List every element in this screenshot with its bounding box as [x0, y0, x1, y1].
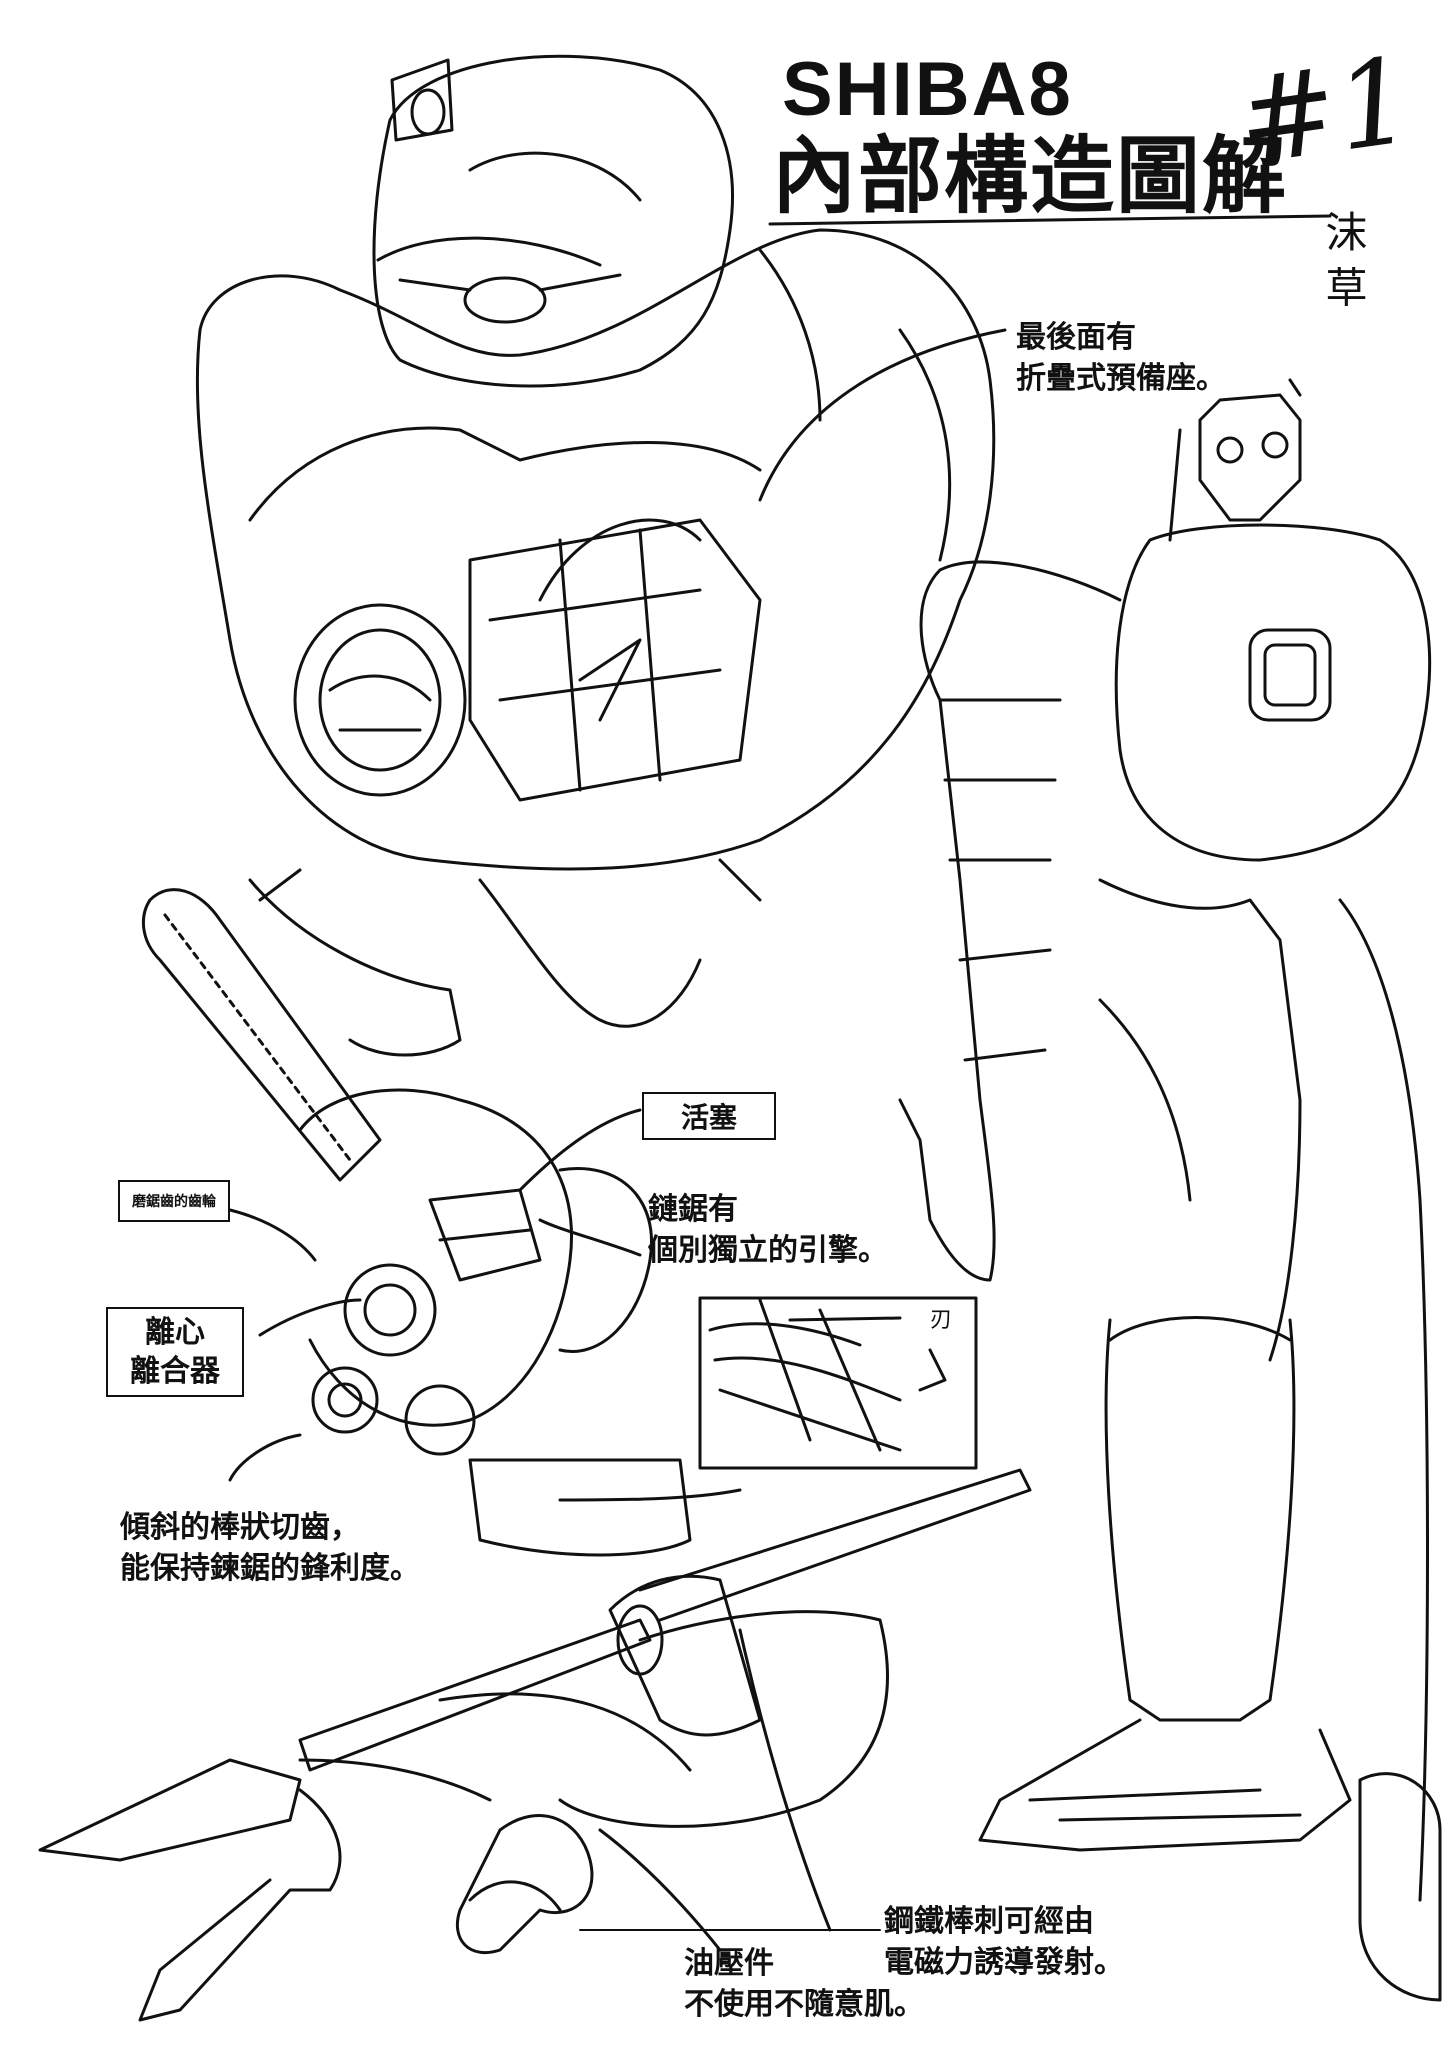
callout-teeth-line-2: 能保持鍊鋸的鋒利度。: [120, 1550, 420, 1586]
title-chinese: 內部構造圖解: [772, 127, 1289, 225]
callout-seat-line-2: 折疊式預備座。: [1016, 360, 1226, 396]
callout-clutch: 離心 離合器: [106, 1307, 244, 1397]
blade-detail-inset: [698, 1296, 978, 1470]
standing-robot: [898, 378, 1442, 2002]
callout-piston-label: 活塞: [680, 1101, 737, 1134]
callout-hydraulic: 油壓件 不使用不隨意肌。: [684, 1944, 924, 2025]
callout-gear-label: 磨鋸齒的齒輪: [132, 1194, 216, 1210]
callout-engine-line-2: 個別獨立的引擎。: [648, 1232, 888, 1268]
callout-seat: 最後面有 折疊式預備座。: [1016, 318, 1226, 399]
leader-lines: [228, 328, 1007, 1952]
callout-hydraulic-line-1: 油壓件: [684, 1946, 774, 1981]
callout-clutch-line-2: 離合器: [130, 1354, 220, 1389]
callout-gear: 磨鋸齒的齒輪: [118, 1180, 230, 1222]
title-underline: [768, 214, 1332, 226]
callout-seat-line-1: 最後面有: [1016, 320, 1136, 355]
artist-signature: 沫 草: [1319, 210, 1368, 308]
callout-clutch-line-1: 離心: [145, 1315, 205, 1350]
issue-number: #1: [1229, 30, 1421, 192]
callout-engine-line-1: 鏈鋸有: [648, 1192, 738, 1227]
title-english: SHIBA8: [782, 47, 1073, 132]
helmet-head: [372, 54, 734, 388]
callout-teeth-line-1: 傾斜的棒狀切齒，: [120, 1510, 360, 1545]
callout-engine: 鏈鋸有 個別獨立的引擎。: [648, 1190, 888, 1271]
callout-piston: 活塞: [642, 1092, 776, 1140]
blade-tag: 刃: [930, 1308, 953, 1333]
callout-rod-line-2: 電磁力誘導發射。: [884, 1944, 1124, 1980]
callout-hydraulic-line-2: 不使用不隨意肌。: [684, 1986, 924, 2022]
spear-launcher: [38, 1468, 1032, 2022]
callout-teeth: 傾斜的棒狀切齒， 能保持鍊鋸的鋒利度。: [120, 1508, 420, 1589]
callout-rod-line-1: 鋼鐵棒刺可經由: [884, 1904, 1094, 1939]
torso-frame: [195, 228, 996, 1057]
chainsaw: [141, 888, 692, 1557]
callout-rod: 鋼鐵棒刺可經由 電磁力誘導發射。: [884, 1902, 1124, 1983]
